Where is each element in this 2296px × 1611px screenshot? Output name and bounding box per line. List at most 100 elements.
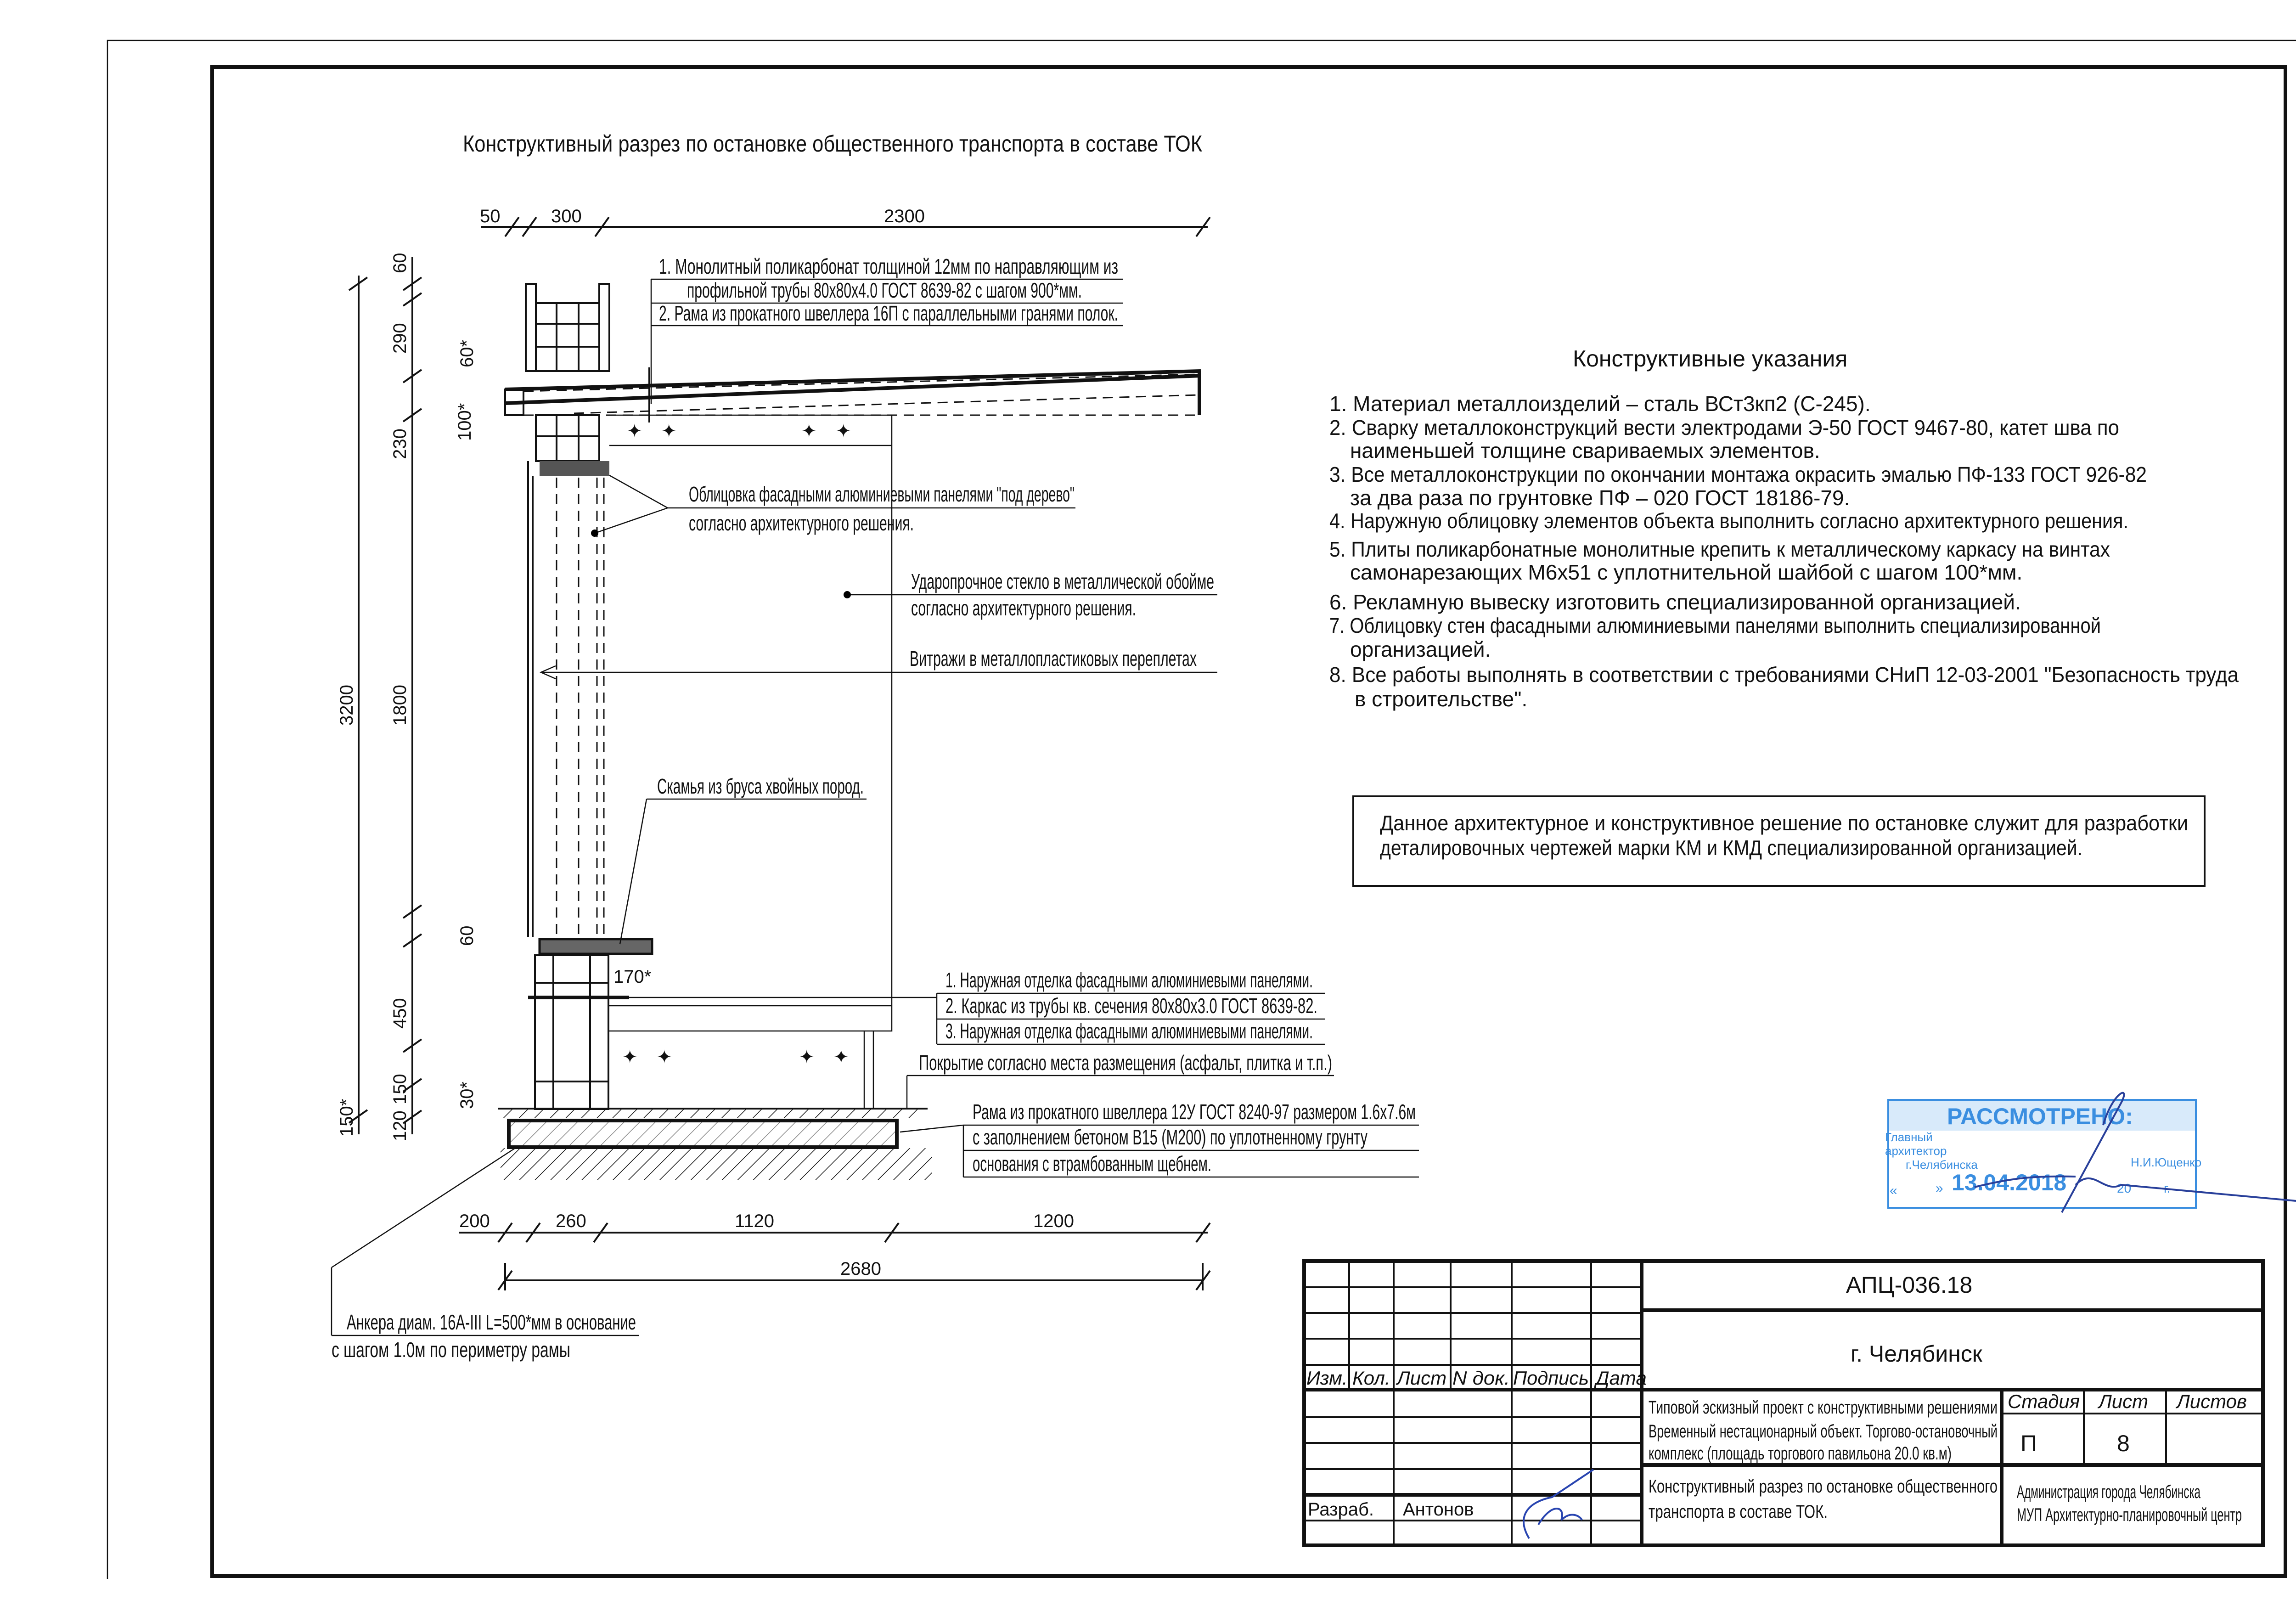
title_block-stage-text: П [2020, 1431, 2037, 1456]
bench [538, 938, 653, 955]
stamp-line1-text: Главный [1885, 1130, 1933, 1144]
dimensions-bottom_total-text: 2680 [840, 1259, 881, 1279]
dimensions-left_chain-7-text: 120 [390, 1110, 410, 1141]
stamp-line3-text: г.Челябинска [1906, 1158, 1978, 1172]
title_block-project-2-text: комплекс (площадь торгового павильона 20… [1649, 1443, 1952, 1464]
callouts-base-2-text: 3. Наружная отделка фасадными алюминиевы… [945, 1019, 1313, 1043]
callout-anchors: Анкера диам. 16А-III L=500*мм в основани… [331, 1147, 639, 1362]
title_block-org-0-text: Администрация города Челябинска [2017, 1482, 2200, 1502]
callout-frame: Рама из прокатного швеллера 12У ГОСТ 824… [900, 1100, 1419, 1178]
title_block-sheets_label-text: Листов [2175, 1391, 2247, 1412]
stamp-name-text: Н.И.Ющенко [2131, 1155, 2201, 1169]
stamp-line2-text: архитектор [1885, 1144, 1947, 1158]
dimensions-marks-m150-text: 150* [337, 1099, 357, 1137]
dimensions-bottom-3-text: 1200 [1033, 1211, 1074, 1231]
callout-base: 1. Наружная отделка фасадными алюминиевы… [629, 968, 1325, 1045]
callout-pavement: Покрытие согласно места размещения (асфа… [906, 1051, 1334, 1109]
title_block-sheet_label-text: Лист [2097, 1391, 2148, 1412]
callouts-frame-1-text: с заполнением бетоном В15 (М200) по упло… [973, 1125, 1367, 1149]
dimensions-marks-m170-text: 170* [613, 967, 651, 987]
dimensions-left_chain-3-text: 1800 [390, 685, 410, 726]
svg-text:✦: ✦ [801, 421, 817, 441]
dimensions-bottom-2-text: 1120 [735, 1211, 774, 1231]
callouts-base-0-text: 1. Наружная отделка фасадными алюминиевы… [945, 968, 1313, 992]
title_block-developer_name-text: Антонов [1403, 1499, 1474, 1520]
notes-lines-9-text: 7. Облицовку стен фасадными алюминиевыми… [1329, 614, 2101, 637]
svg-text:✦: ✦ [661, 421, 677, 441]
callouts-cladding-0-text: Облицовка фасадными алюминиевыми панелям… [689, 482, 1075, 506]
title_block-sheet-text: 8 [2117, 1431, 2130, 1456]
title_block-sheet_title-1-text: транспорта в составе ТОК. [1649, 1502, 1828, 1522]
notes-title-text: Конструктивные указания [1573, 346, 1847, 372]
boxed_note-0-text: Данное архитектурное и конструктивное ре… [1380, 811, 2188, 835]
notes-lines-1-text: 2. Сварку металлоконструкций вести элект… [1329, 416, 2119, 439]
boxed-note: Данное архитектурное и конструктивное ре… [1352, 795, 2206, 887]
title_block-org-1-text: МУП Архитектурно-планировочный центр [2017, 1505, 2242, 1525]
notes-lines-5-text: 4. Наружную облицовку элементов объекта … [1329, 509, 2128, 533]
dimensions-left_chain-1-text: 290 [390, 323, 410, 354]
callout-bench: Скамья из бруса хвойных пород. [619, 774, 867, 945]
callout-stained-glass: Витражи в металлопластиковых переплетах [539, 647, 1217, 680]
title_block-sheet_title-0-text: Конструктивный разрез по остановке общес… [1649, 1476, 1998, 1497]
drawing-title: Конструктивный разрез по остановке общес… [463, 131, 1202, 157]
stamp-title-text: РАССМОТРЕНО: [1947, 1104, 2133, 1129]
dimensions-left_total-text: 3200 [337, 685, 357, 726]
notes-lines-10-text: организацией. [1350, 637, 1491, 661]
boxed_note-1-text: деталировочных чертежей марки КМ и КМД с… [1380, 836, 2082, 860]
notes-lines-8-text: 6. Рекламную вывеску изготовить специали… [1329, 590, 2021, 614]
bolt-marks: ✦✦✦✦ ✦✦✦✦ [622, 421, 851, 1067]
dimensions-left_chain-0-text: 60 [390, 253, 410, 274]
structural-notes: Конструктивные указания 1. Материал мета… [1329, 346, 2239, 711]
callouts-anchors-0-text: Анкера диам. 16А-III L=500*мм в основани… [347, 1310, 636, 1334]
svg-text:✦: ✦ [836, 421, 851, 441]
callouts-glass-1-text: согласно архитектурного решения. [911, 596, 1136, 620]
dimensions-marks-m100-text: 100* [455, 403, 475, 441]
title_block-headers-2-text: Лист [1396, 1367, 1446, 1389]
callouts-frame-0-text: Рама из прокатного швеллера 12У ГОСТ 824… [973, 1100, 1416, 1124]
pavilion-outline [609, 414, 893, 1109]
dimensions-left_chain-6-text: 150 [390, 1074, 410, 1104]
notes-lines-11-text: 8. Все работы выполнять в соответствии с… [1329, 663, 2239, 687]
stamp-signature [1974, 1092, 2296, 1213]
title_block-project-0-text: Типовой эскизный проект с конструктивным… [1649, 1397, 1998, 1418]
sheet-frame [107, 39, 2296, 1579]
svg-text:✦: ✦ [833, 1047, 849, 1067]
callouts-stained_glass-text: Витражи в металлопластиковых переплетах [910, 647, 1197, 670]
dimensions-marks-m30-text: 30* [457, 1082, 477, 1109]
title_block-developer_role-text: Разраб. [1308, 1499, 1374, 1520]
stamp-date-text: 13.04.2018 [1952, 1170, 2066, 1195]
notes-lines-4-text: за два раза по грунтовке ПФ – 020 ГОСТ 1… [1350, 486, 1850, 510]
svg-text:✦: ✦ [799, 1047, 815, 1067]
dimensions-marks-m60-text: 60* [457, 340, 477, 367]
review-stamp: РАССМОТРЕНО: Главный архитектор г.Челяби… [1885, 1092, 2296, 1213]
notes-lines-3-text: 3. Все металлоконструкции по окончании м… [1329, 462, 2147, 486]
city: г. Челябинск [1851, 1341, 1983, 1367]
title_block-headers-0-text: Изм. [1306, 1367, 1348, 1389]
title_block-project-1-text: Временный нестационарный объект. Торгово… [1649, 1421, 1998, 1442]
notes-lines-0-text: 1. Материал металлоизделий – сталь ВСт3к… [1329, 392, 1871, 416]
notes-lines-12-text: в строительстве". [1355, 687, 1527, 711]
callouts-roof-0-text: 1. Монолитный поликарбонат толщиной 12мм… [659, 254, 1118, 278]
callouts-base-1-text: 2. Каркас из трубы кв. сечения 80х80х3.0… [945, 994, 1317, 1018]
title_block-headers-4-text: Подпись [1513, 1367, 1589, 1389]
stamp-quote_close-text: » [1936, 1181, 1943, 1196]
svg-text:✦: ✦ [627, 421, 642, 441]
roof-beam [504, 367, 1201, 422]
callouts-bench-text: Скамья из бруса хвойных пород. [657, 774, 864, 798]
stamp-year_prefix-text: 20 [2117, 1181, 2131, 1195]
title_block-headers-3-text: N док. [1452, 1367, 1510, 1389]
title_block-headers-1-text: Кол. [1352, 1367, 1390, 1389]
notes-lines-7-text: самонарезающих М6х51 с уплотнительной ша… [1350, 560, 2022, 584]
callouts-cladding-1-text: согласно архитектурного решения. [689, 511, 914, 535]
svg-text:✦: ✦ [622, 1047, 638, 1067]
callout-glass: Ударопрочное стекло в металлической обой… [844, 569, 1217, 620]
title_block-headers-5-text: Дата [1594, 1367, 1647, 1389]
column-section [525, 283, 653, 1110]
notes-lines-2-text: наименьшей толщине свариваемых элементов… [1350, 439, 1820, 462]
dimensions-bottom-1-text: 260 [556, 1211, 586, 1231]
dimensions-top-0-text: 50 [480, 206, 501, 226]
callouts-anchors-1-text: с шагом 1.0м по периметру рамы [332, 1338, 570, 1362]
callouts-frame-2-text: основания с втрамбованным щебнем. [973, 1152, 1211, 1176]
callout-roof: 1. Монолитный поликарбонат толщиной 12мм… [650, 254, 1123, 404]
